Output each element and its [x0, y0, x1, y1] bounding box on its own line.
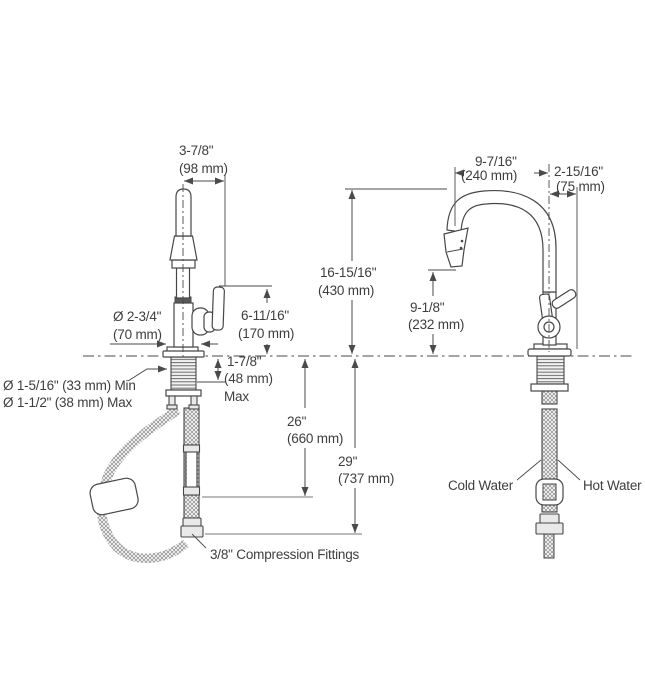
handle-grip — [551, 289, 577, 309]
dim-label: 1-7/8" — [227, 354, 262, 369]
right-threaded-shank — [530, 355, 569, 392]
dimension-spout-height: 9-1/8" (232 mm) — [408, 269, 464, 354]
dim-label: (70 mm) — [113, 327, 162, 342]
right-faucet-handle — [537, 289, 577, 339]
dim-label: 29" — [338, 454, 358, 469]
dimension-spout-width: 3-7/8" (98 mm) — [179, 143, 272, 287]
dimension-supply-29: 29" (737 mm) — [338, 359, 394, 533]
dimension-spout-reach: 9-7/16" (240 mm) — [454, 154, 548, 226]
mounting-nut — [530, 383, 569, 392]
dim-label: 9-7/16" — [475, 154, 517, 169]
dim-label: 26" — [287, 414, 307, 429]
mounting-plate — [165, 389, 202, 397]
right-faucet-front-view — [443, 164, 577, 559]
callout-hot-water: Hot Water — [557, 459, 642, 493]
dim-label: 9-1/8" — [410, 300, 445, 315]
dim-label: (75 mm) — [556, 179, 605, 194]
callout-label: Hot Water — [583, 478, 642, 493]
callout-compression-fittings: 3/8" Compression Fittings — [191, 533, 360, 562]
escutcheon — [162, 350, 205, 358]
supply-reference-lines — [202, 496, 362, 535]
dim-label: Max — [224, 389, 249, 404]
left-faucet-handle — [191, 286, 225, 336]
sprayer-button — [460, 239, 464, 243]
spray-head-cone — [169, 235, 198, 261]
left-faucet-body — [162, 188, 225, 358]
gooseneck-spout — [443, 189, 577, 357]
dim-label: (48 mm) — [224, 371, 273, 386]
handle-lever — [211, 286, 225, 331]
callout-label: 3/8" Compression Fittings — [210, 547, 360, 562]
dimension-handle-clearance: 2-15/16" (75 mm) — [550, 164, 605, 349]
pulldown-hose-loop — [89, 406, 190, 564]
compression-fitting-right — [539, 513, 560, 524]
dim-label: 6-11/16" — [241, 308, 289, 323]
dim-label: (737 mm) — [338, 471, 394, 486]
dimension-supply-26: 26" (660 mm) — [287, 359, 343, 496]
left-threaded-shank — [165, 356, 202, 410]
dim-label: Ø 1-5/16" (33 mm) Min — [3, 378, 136, 393]
pulldown-spray-head — [175, 188, 192, 237]
sprayer-button — [459, 246, 463, 250]
dim-label: Ø 2-3/4" — [113, 309, 162, 324]
dimension-escutcheon-diameter: Ø 2-3/4" (70 mm) — [110, 309, 218, 348]
callout-cold-water: Cold Water — [448, 459, 542, 493]
dim-label: (170 mm) — [238, 326, 294, 341]
escutcheon — [527, 348, 572, 357]
dim-label: (430 mm) — [318, 283, 374, 298]
dim-label: 16-15/16" — [320, 265, 377, 280]
dimension-handle-height: 6-11/16" (170 mm) — [238, 289, 294, 354]
dim-label: 3-7/8" — [179, 143, 214, 158]
gooseneck-arch — [446, 189, 557, 293]
dim-label: 2-15/16" — [554, 164, 603, 179]
spray-head-ring — [171, 259, 196, 269]
dim-label: Ø 1-1/2" (38 mm) Max — [3, 395, 133, 410]
dimension-deck-thickness: 1-7/8" (48 mm) Max — [197, 354, 273, 404]
callout-label: Cold Water — [448, 478, 514, 493]
dimension-mounting-hole: Ø 1-5/16" (33 mm) Min Ø 1-1/2" (38 mm) M… — [3, 365, 167, 410]
left-supply-hose — [180, 407, 204, 538]
dim-label: (240 mm) — [461, 168, 517, 183]
compression-fitting-left — [182, 517, 202, 527]
dim-label: (232 mm) — [408, 317, 464, 332]
body-tube — [173, 302, 194, 348]
dim-label: (660 mm) — [287, 431, 343, 446]
right-supply-hose — [535, 390, 564, 559]
pulldown-spray-head — [443, 227, 469, 268]
dimension-overall-height: 16-15/16" (430 mm) — [318, 188, 447, 354]
dim-label: (98 mm) — [179, 161, 228, 176]
left-faucet-side-view — [89, 184, 225, 564]
hose-weight — [89, 477, 139, 516]
